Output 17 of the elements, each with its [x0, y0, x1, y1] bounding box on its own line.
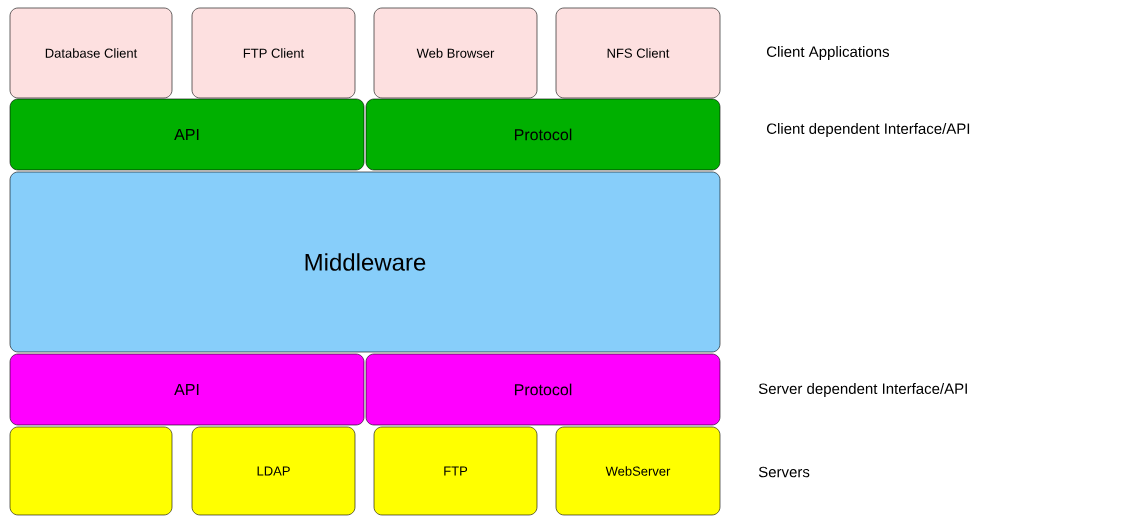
server-box: WebServer: [555, 426, 721, 516]
layer-label: Servers: [758, 466, 810, 478]
server-box: LDAP: [191, 426, 356, 516]
client-box: FTP Client: [191, 7, 356, 99]
client-box: Web Browser: [373, 7, 538, 99]
middleware-band: Middleware: [9, 171, 721, 353]
server-box: [9, 426, 173, 516]
client-box: NFS Client: [555, 7, 721, 99]
interface-band: Protocol: [365, 98, 721, 171]
layer-label: Client dependent Interface/API: [766, 123, 970, 137]
interface-band: API: [9, 353, 365, 426]
interface-band: Protocol: [365, 353, 721, 426]
layer-label: Client Applications: [766, 46, 889, 60]
layer-label: Server dependent Interface/API: [758, 383, 967, 397]
server-box: FTP: [373, 426, 538, 516]
interface-band: API: [9, 98, 365, 171]
client-box: Database Client: [9, 7, 173, 99]
